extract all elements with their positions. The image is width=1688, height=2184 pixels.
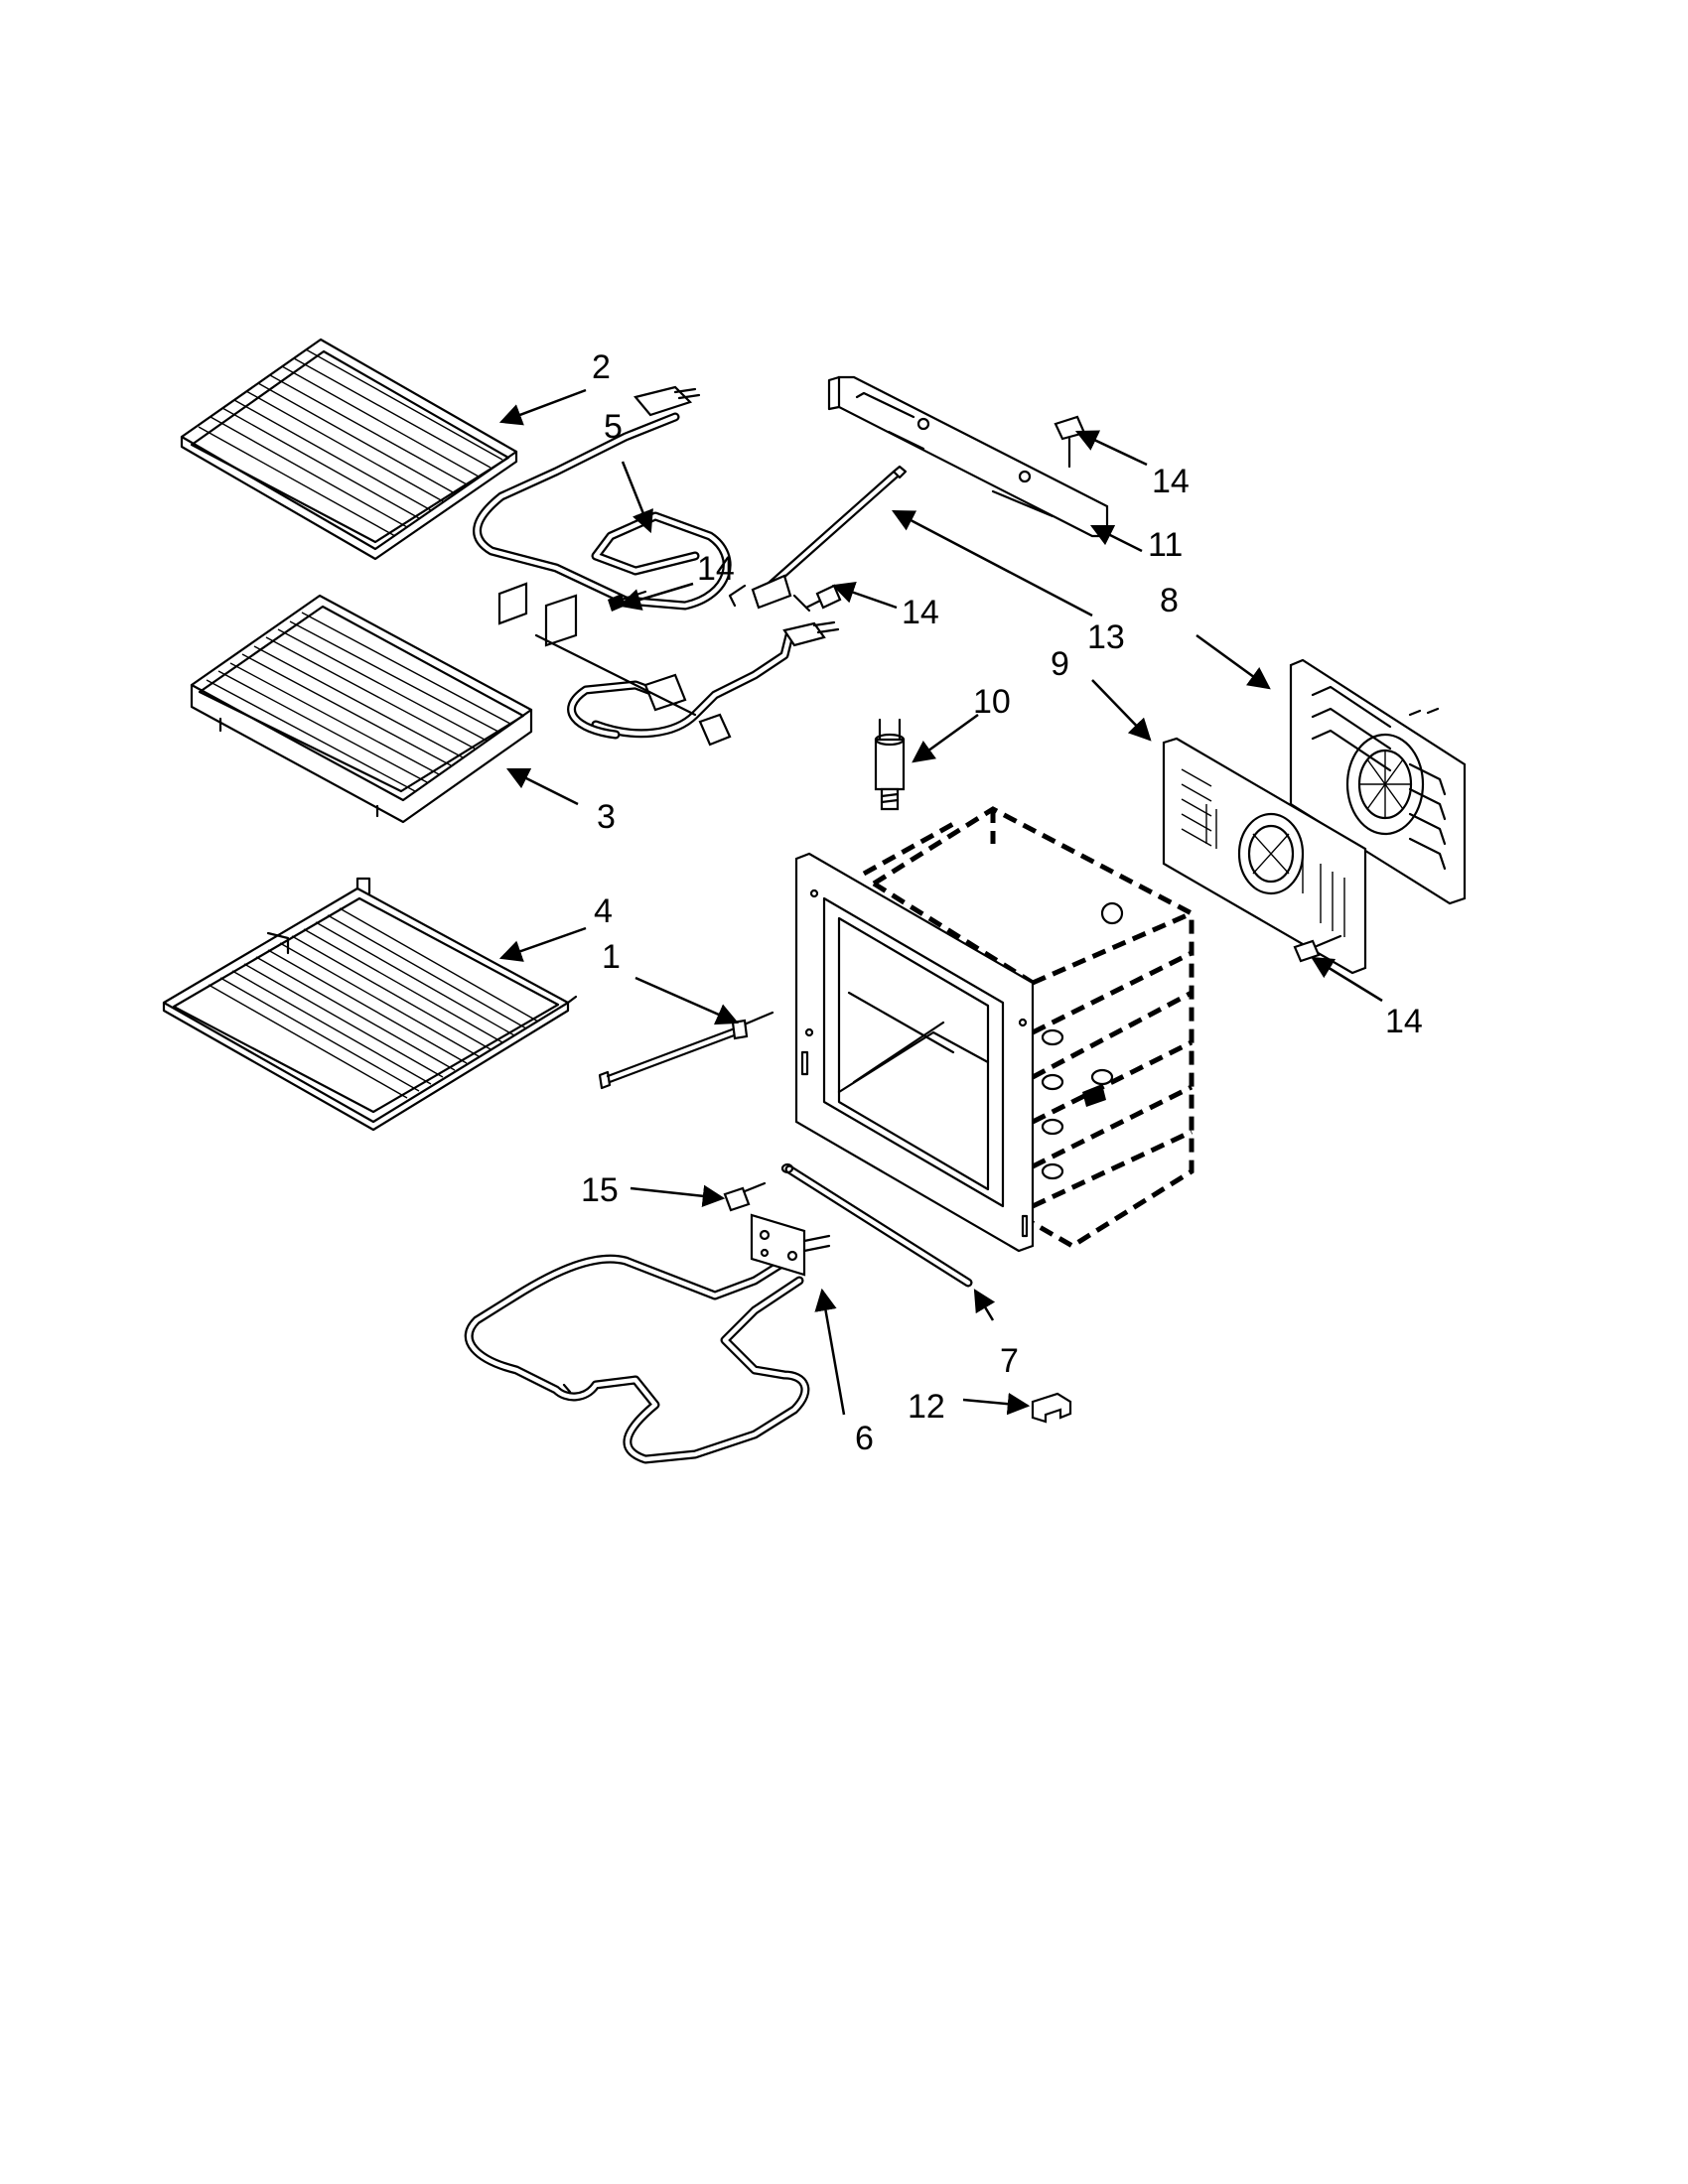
callout-7: 7 [1000,1342,1019,1380]
screw-15 [723,1181,767,1212]
light-socket [874,718,906,811]
callout-6: 6 [855,1420,874,1457]
oven-rack-upper [180,338,518,561]
callout-5: 5 [604,408,623,446]
callout-labels: 2 5 14 3 4 1 14 13 14 11 8 9 10 14 15 7 … [581,348,1423,1457]
bake-element-upper [473,385,840,747]
leader-arrows [498,388,1383,1416]
callout-4: 4 [594,892,613,930]
callout-3: 3 [597,798,616,836]
callout-14: 14 [1152,463,1190,500]
convection-fan-assembly [1289,658,1467,905]
callout-10: 10 [973,683,1011,721]
callout-13: 13 [1087,618,1125,656]
callout-15: 15 [581,1171,619,1209]
oven-temperature-sensor [728,465,908,613]
oven-rack-lower [162,877,578,1132]
mounting-bracket [827,375,1109,538]
callout-1: 1 [602,938,621,976]
callout-14: 14 [697,550,735,588]
callout-14: 14 [1385,1003,1423,1040]
oven-rack-middle [190,594,533,824]
screw-14-sensor [804,584,842,610]
screw-14-fan-cover [1293,934,1342,963]
convection-fan-cover [1162,737,1367,975]
callout-9: 9 [1051,645,1069,683]
callout-2: 2 [592,348,611,386]
callout-12: 12 [908,1388,945,1426]
mounting-clip [1031,1392,1072,1424]
oven-sensor-probe [598,1011,774,1090]
oven-cavity [794,806,1195,1253]
bake-element-lower [464,1213,831,1464]
callout-14: 14 [902,594,939,631]
callout-11: 11 [1148,526,1183,564]
screw-14-bracket [1054,415,1086,469]
callout-8: 8 [1160,582,1179,619]
vent-tube [780,1162,973,1288]
